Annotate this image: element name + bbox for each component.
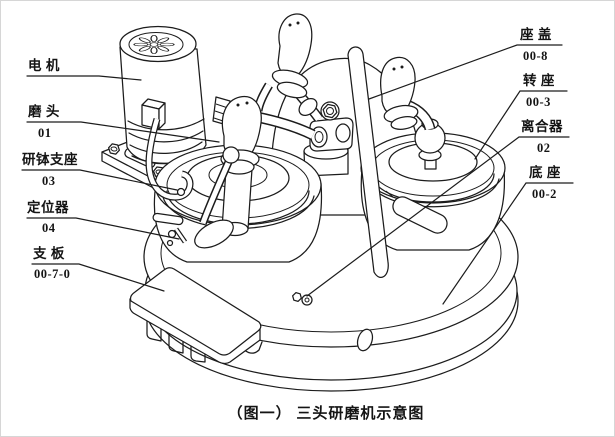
label-positioner: 定位器 — [27, 199, 69, 215]
code-seat-cover: 00-8 — [523, 49, 548, 63]
code-clutch: 02 — [537, 141, 551, 155]
label-seat-cover: 座 盖 — [520, 26, 552, 42]
motor-cable — [145, 118, 194, 201]
leader-mortar-support — [21, 169, 178, 191]
leader-clutch — [306, 136, 570, 297]
leader-base — [442, 182, 574, 305]
leader-grinding-head — [26, 121, 220, 143]
figure-caption: （图一） 三头研磨机示意图 — [228, 404, 425, 422]
label-motor: 电 机 — [28, 57, 60, 73]
support-plate — [129, 267, 263, 365]
code-grinding-head: 01 — [38, 126, 52, 140]
label-support-plate: 支 板 — [32, 245, 65, 261]
motor-body — [119, 25, 231, 165]
label-base: 底 座 — [529, 164, 561, 180]
motor-fan-icon — [133, 35, 175, 54]
leader-motor — [26, 75, 142, 81]
leader-lines — [21, 44, 574, 305]
code-support-plate: 00-7-0 — [34, 267, 70, 281]
part-labels: 电 机 磨 头 01 研钵支座 03 定位器 04 支 板 00-7-0 座 盖… — [22, 26, 563, 281]
divider-plate — [347, 46, 389, 278]
bowl-handle-right — [385, 190, 448, 234]
code-positioner: 04 — [42, 221, 56, 235]
base-fittings — [292, 292, 374, 352]
leader-rotary-seat — [474, 90, 568, 160]
leader-seat-cover — [368, 44, 563, 100]
bowl-handle-left — [194, 146, 240, 249]
leader-positioner — [26, 217, 180, 240]
code-rotary-seat: 00-3 — [526, 95, 551, 109]
label-clutch: 离合器 — [521, 118, 563, 134]
positioner-parts — [152, 187, 188, 247]
grinding-head-rear — [253, 13, 324, 122]
label-rotary-seat: 转 座 — [523, 72, 555, 88]
label-mortar-support: 研钵支座 — [22, 151, 78, 167]
leader-support-plate — [31, 263, 165, 292]
spindle-hub — [303, 101, 354, 177]
grinding-bowl-right — [360, 118, 506, 251]
grinding-head-right — [380, 56, 448, 234]
grinding-head-center — [194, 95, 316, 249]
label-grinding-head: 磨 头 — [28, 103, 60, 119]
code-base: 00-2 — [532, 187, 557, 201]
code-mortar-support: 03 — [42, 174, 56, 188]
